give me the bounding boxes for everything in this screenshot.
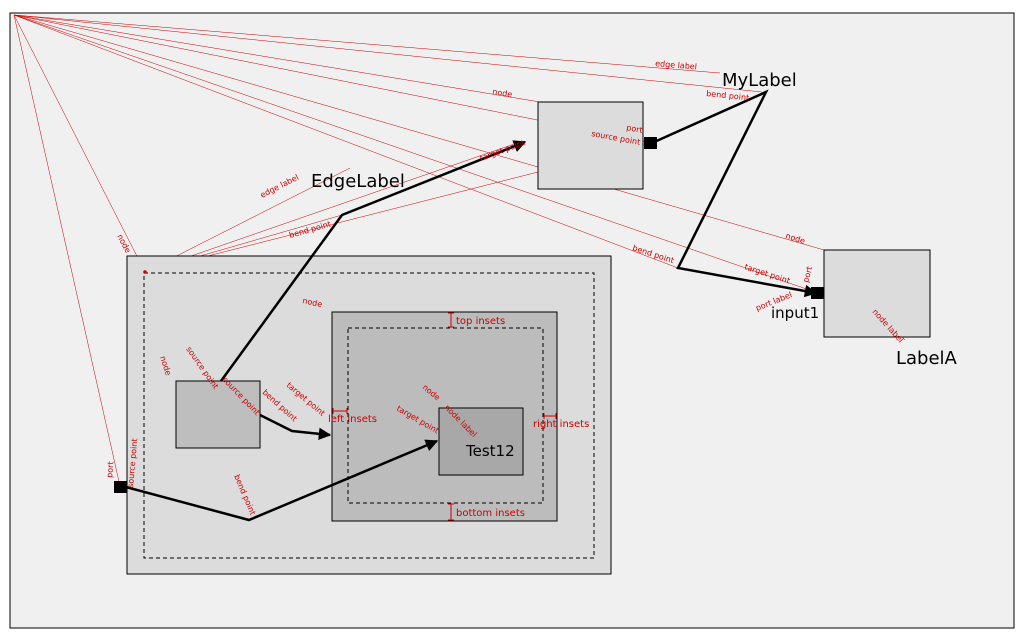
my-label: MyLabel (722, 70, 797, 91)
annot-port-3: port (105, 461, 115, 478)
edge-label: EdgeLabel (311, 171, 405, 192)
input1-label: input1 (771, 304, 819, 322)
edge-port-to-test12[interactable] (125, 439, 439, 522)
annot-node-3: node (302, 296, 323, 309)
annot-port-1: port (626, 123, 644, 135)
top-node[interactable] (537, 101, 644, 190)
port-right-node[interactable] (811, 287, 824, 299)
test12-node[interactable] (438, 407, 524, 476)
edge-small-to-inner[interactable] (259, 413, 332, 441)
annot-source-point-4: source point (126, 438, 139, 488)
annot-edge-label-1: edge label (655, 59, 697, 71)
annot-top-insets: top insets (456, 316, 505, 327)
annot-left-insets: left insets (328, 414, 377, 425)
label-a: LabelA (896, 348, 958, 369)
port-outer-node[interactable] (114, 481, 127, 493)
annot-bottom-insets: bottom insets (456, 508, 525, 519)
insets-markers (332, 312, 557, 521)
edge-small-to-top[interactable] (219, 140, 527, 382)
right-node[interactable] (823, 249, 931, 338)
annotation-origin-dot (143, 270, 147, 274)
annot-right-insets: right insets (533, 419, 589, 430)
annot-node-1: node (492, 87, 513, 99)
edges (125, 89, 818, 522)
test12-label: Test12 (465, 442, 515, 460)
port-top-node[interactable] (644, 137, 657, 149)
annot-port-2: port (801, 265, 814, 283)
outer-container-insets (143, 272, 595, 559)
annot-bend-point-1: bend point (706, 89, 750, 102)
edge-top-to-right[interactable] (651, 89, 818, 298)
small-node[interactable] (175, 380, 261, 449)
inner-container-insets (347, 327, 544, 504)
